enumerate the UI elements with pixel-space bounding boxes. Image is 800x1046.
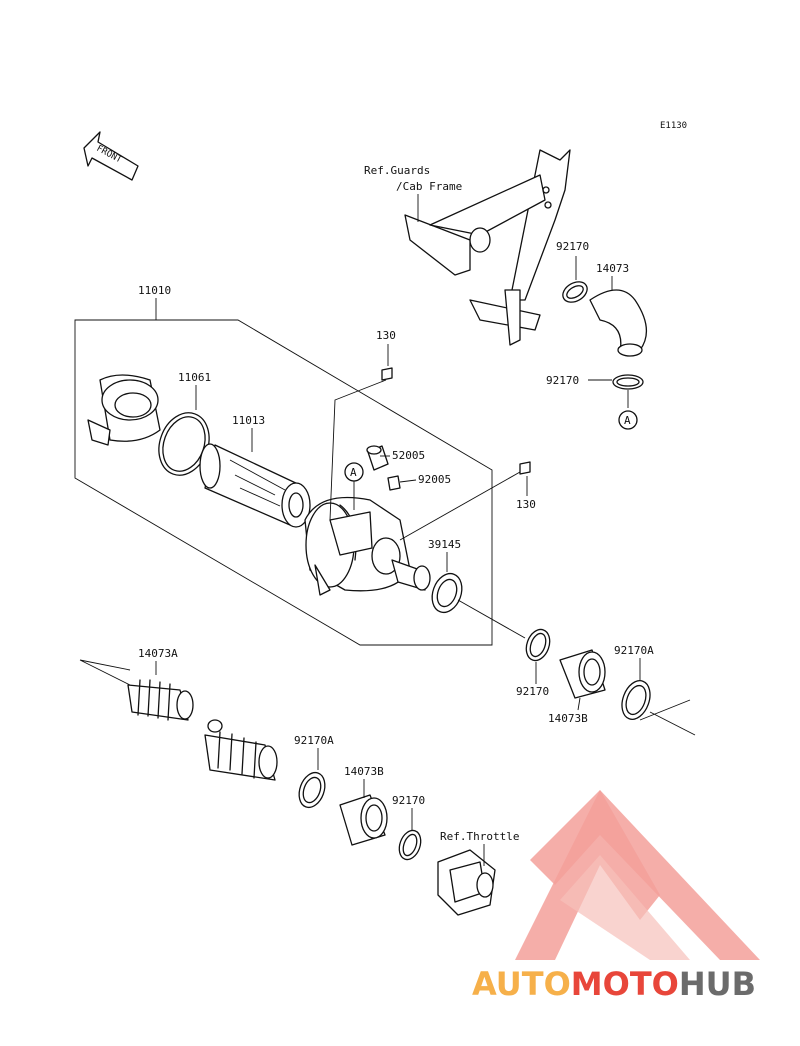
label-92170A-right: 92170A	[614, 644, 654, 657]
label-92170-mid: 92170	[546, 374, 579, 387]
bolt-130-top	[381, 367, 393, 381]
air-cleaner-housing	[304, 496, 431, 596]
bellows-14073A-right	[204, 719, 278, 781]
label-11061: 11061	[178, 371, 211, 384]
label-14073A: 14073A	[138, 647, 178, 660]
label-52005: 52005	[392, 449, 425, 462]
boot-14073B-right	[559, 649, 606, 699]
filter-element-11013	[199, 443, 311, 528]
clamp-top	[562, 281, 588, 303]
callout-a-right	[618, 410, 638, 430]
callout-a-right-label: A	[624, 414, 631, 427]
label-11013: 11013	[232, 414, 265, 427]
label-130-top: 130	[376, 329, 396, 342]
label-92005: 92005	[418, 473, 451, 486]
label-14073: 14073	[596, 262, 629, 275]
throttle-body	[437, 849, 496, 916]
label-92170A-left: 92170A	[294, 734, 334, 747]
ref-guards-label: Ref.Guards	[364, 164, 430, 177]
label-92170-top: 92170	[556, 240, 589, 253]
bellows-14073A-left	[127, 679, 194, 721]
label-39145: 39145	[428, 538, 461, 551]
ref-throttle-label: Ref.Throttle	[440, 830, 519, 843]
cab-frame-part	[404, 149, 571, 346]
clamp-92170A-left	[298, 771, 326, 809]
label-130-right: 130	[516, 498, 536, 511]
hose-14073	[589, 289, 647, 357]
watermark-logo	[515, 790, 760, 960]
seal-39145	[431, 572, 463, 614]
bolt-130-right	[519, 461, 531, 475]
label-92170-clamp: 92170	[516, 685, 549, 698]
label-14073B-right: 14073B	[548, 712, 588, 725]
clamp-mid	[612, 374, 644, 390]
fitting-92005	[387, 475, 401, 491]
clamp-92170A-right	[621, 680, 651, 720]
label-92170-bottom: 92170	[392, 794, 425, 807]
cab-frame-label: /Cab Frame	[396, 180, 462, 193]
breather-52005	[366, 445, 389, 471]
label-14073B-left: 14073B	[344, 765, 384, 778]
clamp-92170-right	[525, 628, 551, 662]
label-11010: 11010	[138, 284, 171, 297]
front-arrow-icon: FRONT	[83, 131, 139, 181]
boot-14073B-left	[339, 794, 388, 846]
watermark-text: AUTOMOTOHUB	[472, 965, 756, 1003]
clamp-92170-bottom	[398, 829, 422, 861]
diagram-code: E1130	[660, 121, 687, 131]
callout-a-left-label: A	[350, 466, 357, 479]
assembly-outline	[74, 319, 493, 646]
air-cleaner-cover	[87, 374, 161, 446]
